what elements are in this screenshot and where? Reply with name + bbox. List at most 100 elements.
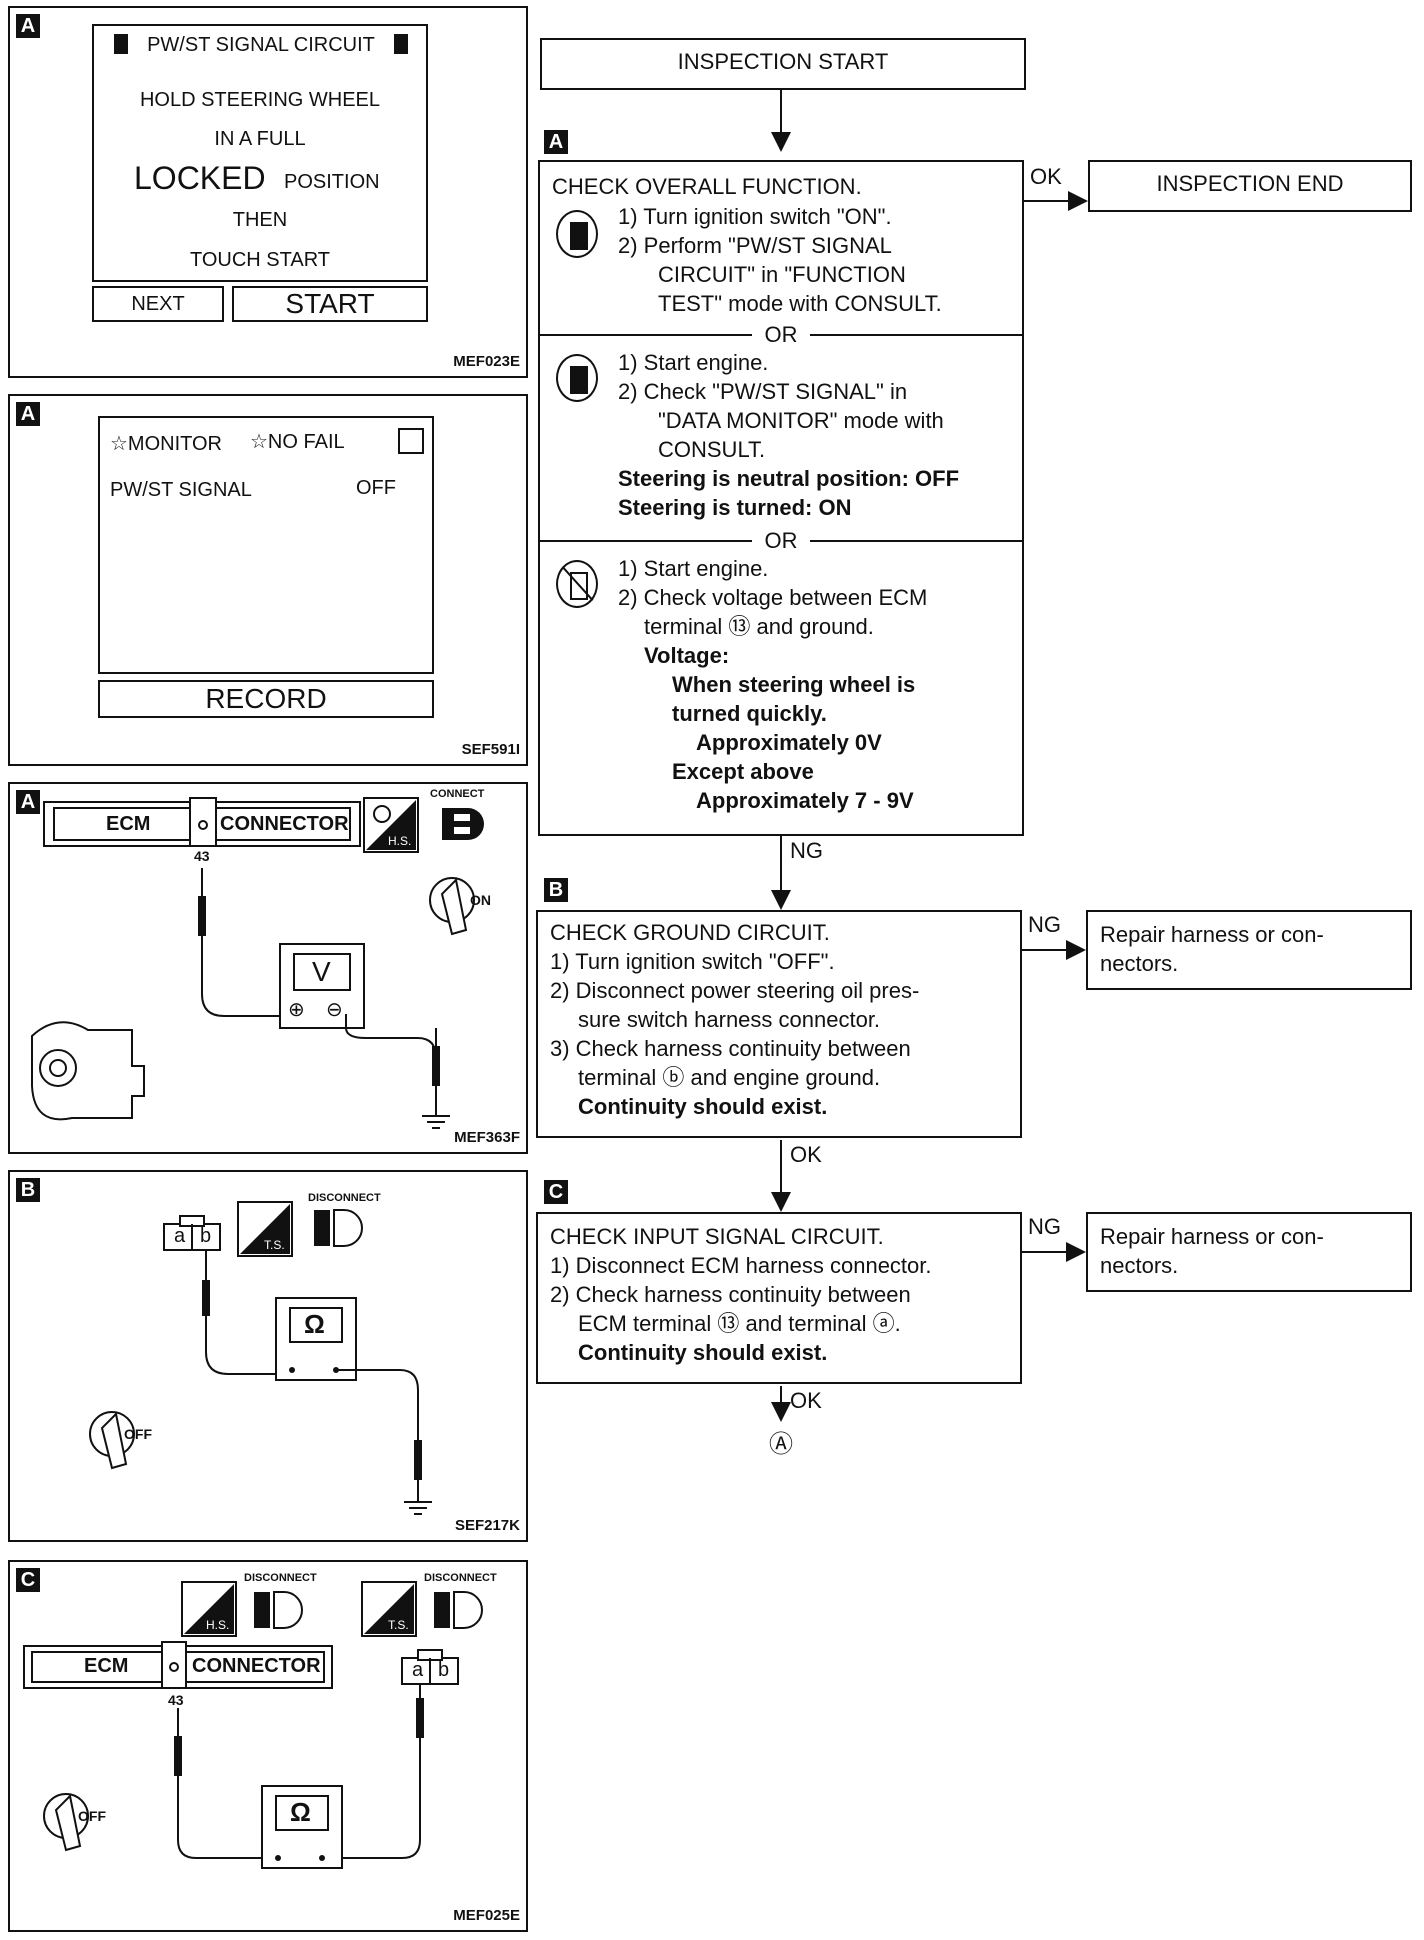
step-b-title: CHECK GROUND CIRCUIT. xyxy=(550,920,830,945)
ignition-off-label: OFF xyxy=(124,1426,152,1442)
ecm-voltage-panel: A ECM CONNECTOR 43 xyxy=(8,782,528,1154)
consult-screen: PW/ST SIGNAL CIRCUIT HOLD STEERING WHEEL… xyxy=(92,24,428,282)
step-a-s2-spec-1: Steering is neutral position: OFF xyxy=(618,466,960,491)
ground-continuity-panel: B a b T.S. DISCONNECT Ω OFF SEF217K xyxy=(8,1170,528,1542)
terminal-b-label: b xyxy=(438,1659,450,1681)
repair-b-line-2: nectors. xyxy=(1100,951,1179,976)
step-a-s2-line-3: "DATA MONITOR" mode with xyxy=(658,408,944,433)
ok-label-step-c: OK xyxy=(790,1388,822,1413)
repair-box-c: Repair harness or con- nectors. xyxy=(1086,1212,1412,1292)
ignition-on-label: ON xyxy=(470,892,491,908)
ok-label-step-a: OK xyxy=(1030,164,1062,189)
repair-b-line-1: Repair harness or con- xyxy=(1100,922,1324,947)
ts-label: T.S. xyxy=(388,1618,409,1632)
figure-code: MEF023E xyxy=(453,353,520,370)
ground-continuity-diagram xyxy=(89,1201,432,1515)
pin-43-label: 43 xyxy=(168,1692,184,1708)
ecm-label: ECM xyxy=(106,813,151,835)
panel-badge: A xyxy=(16,14,40,38)
touch-start-text: TOUCH START xyxy=(189,249,330,271)
title-marker-left xyxy=(114,34,128,54)
title-marker-right xyxy=(394,34,408,54)
step-c-spec: Continuity should exist. xyxy=(578,1340,828,1365)
monitor-label: ☆MONITOR xyxy=(110,433,223,455)
then-text: THEN xyxy=(232,209,288,231)
repair-box-b: Repair harness or con- nectors. xyxy=(1086,910,1412,990)
pw-st-signal-label: PW/ST SIGNAL xyxy=(110,479,252,501)
screen-line-1: HOLD STEERING WHEEL xyxy=(139,89,381,111)
panel-badge: C xyxy=(16,1568,40,1592)
disconnect-label-1: DISCONNECT xyxy=(244,1572,317,1584)
step-a-s3-line-3: terminal ⑬ and ground. xyxy=(644,614,874,639)
panel-badge: A xyxy=(16,402,40,426)
step-c-badge: C xyxy=(544,1180,568,1204)
terminal-a-label: a xyxy=(174,1225,186,1247)
step-b-box: CHECK GROUND CIRCUIT. 1) Turn ignition s… xyxy=(536,910,1022,1138)
step-a-s3-line-2: 2) Check voltage between ECM xyxy=(618,585,928,610)
ignition-off-label: OFF xyxy=(78,1808,106,1824)
step-a-s3-spec-5: Except above xyxy=(672,759,814,784)
step-a-s1-line-2: 2) Perform "PW/ST SIGNAL xyxy=(618,233,892,258)
step-a-s1-line-1: 1) Turn ignition switch "ON". xyxy=(618,204,892,229)
step-b-line-3: sure switch harness connector. xyxy=(578,1007,881,1032)
step-a-badge: A xyxy=(544,130,568,154)
terminal-b-label: b xyxy=(200,1225,212,1247)
step-a-s3-spec-3: turned quickly. xyxy=(672,701,827,726)
hs-label: H.S. xyxy=(388,834,412,848)
step-b-line-1: 1) Turn ignition switch "OFF". xyxy=(550,949,835,974)
input-signal-continuity-panel: C H.S. xyxy=(8,1560,528,1932)
step-c-line-1: 1) Disconnect ECM harness connector. xyxy=(550,1253,932,1278)
disconnect-label: DISCONNECT xyxy=(308,1192,381,1204)
input-signal-continuity-diagram xyxy=(23,1581,483,1869)
step-a-s3-line-1: 1) Start engine. xyxy=(618,556,769,581)
consult-icon-2 xyxy=(556,354,598,402)
ts-label: T.S. xyxy=(264,1238,285,1252)
repair-c-line-2: nectors. xyxy=(1100,1253,1179,1278)
step-b-line-4: 3) Check harness continuity between xyxy=(550,1036,911,1061)
step-b-badge: B xyxy=(544,878,568,902)
record-checkbox[interactable] xyxy=(398,428,424,454)
next-button[interactable]: NEXT xyxy=(92,286,224,322)
step-a-s3-spec-6: Approximately 7 - 9V xyxy=(696,788,914,813)
record-button[interactable]: RECORD xyxy=(98,680,434,718)
ohmmeter-symbol: Ω xyxy=(290,1797,311,1827)
start-button[interactable]: START xyxy=(232,286,428,322)
step-b-line-2: 2) Disconnect power steering oil pres- xyxy=(550,978,920,1003)
step-a-s3-spec-2: When steering wheel is xyxy=(672,672,916,697)
step-c-line-3: ECM terminal ⑬ and terminal ⓐ. xyxy=(578,1311,901,1336)
no-fail-label: ☆NO FAIL xyxy=(250,431,345,453)
figure-code: SEF591I xyxy=(461,741,520,758)
ng-label-step-c: NG xyxy=(1028,1214,1061,1239)
inspection-end-box: INSPECTION END xyxy=(1088,160,1412,212)
voltmeter-symbol: V xyxy=(312,956,331,987)
no-consult-icon xyxy=(556,560,598,608)
screen-line-2: IN A FULL xyxy=(214,128,306,150)
plus-terminal: ⊕ xyxy=(288,999,305,1021)
step-a-s3-spec-1: Voltage: xyxy=(644,643,730,668)
step-a-title: CHECK OVERALL FUNCTION. xyxy=(552,174,862,199)
or-label-1: OR xyxy=(752,320,810,349)
ohmmeter-symbol: Ω xyxy=(304,1309,325,1339)
pin-43-label: 43 xyxy=(194,848,210,864)
step-a-s2-spec-2: Steering is turned: ON xyxy=(618,495,852,520)
hs-label: H.S. xyxy=(206,1618,230,1632)
step-a-s2-line-2: 2) Check "PW/ST SIGNAL" in xyxy=(618,379,908,404)
consult-function-test-panel: A PW/ST SIGNAL CIRCUIT HOLD STEERING WHE… xyxy=(8,6,528,378)
step-c-line-2: 2) Check harness continuity between xyxy=(550,1282,911,1307)
step-a-s1-line-4: TEST" mode with CONSULT. xyxy=(658,291,942,316)
step-a-s1-line-3: CIRCUIT" in "FUNCTION xyxy=(658,262,906,287)
inspection-end-label: INSPECTION END xyxy=(1156,171,1344,196)
ng-label-step-a: NG xyxy=(790,838,823,863)
step-c-box: CHECK INPUT SIGNAL CIRCUIT. 1) Disconnec… xyxy=(536,1212,1022,1384)
goto-a-marker[interactable]: Ⓐ xyxy=(769,1431,793,1458)
connector-label: CONNECTOR xyxy=(192,1655,321,1677)
or-label-2: OR xyxy=(752,526,810,555)
ng-label-step-b: NG xyxy=(1028,912,1061,937)
step-a-s2-line-4: CONSULT. xyxy=(658,437,766,462)
step-c-title: CHECK INPUT SIGNAL CIRCUIT. xyxy=(550,1224,884,1249)
step-b-line-5: terminal ⓑ and engine ground. xyxy=(578,1065,881,1090)
position-text: POSITION xyxy=(284,171,380,193)
repair-c-line-1: Repair harness or con- xyxy=(1100,1224,1324,1249)
figure-code: MEF363F xyxy=(454,1129,520,1146)
terminal-a-label: a xyxy=(412,1659,424,1681)
